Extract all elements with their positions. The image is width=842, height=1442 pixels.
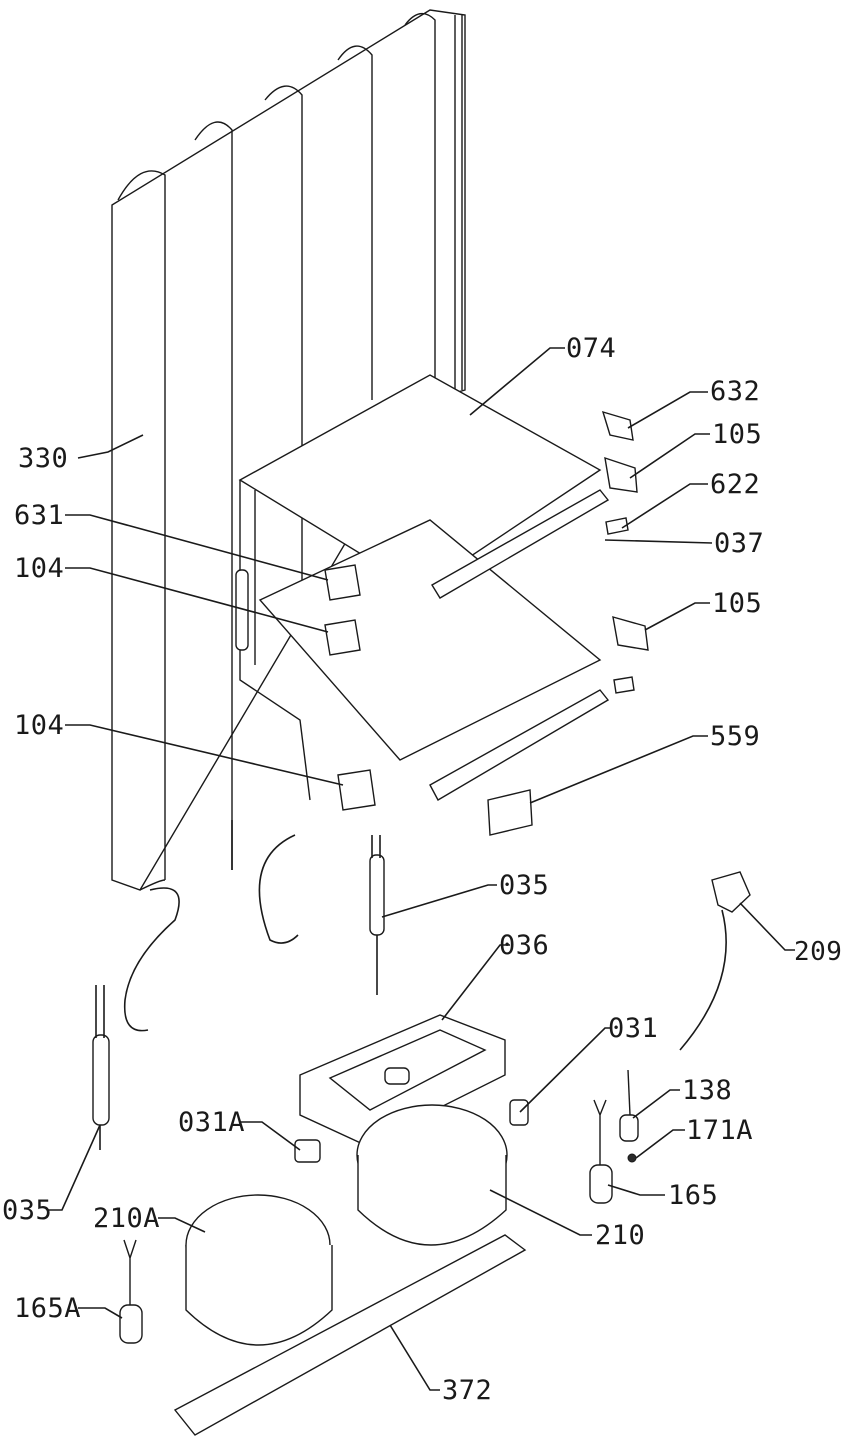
label-171A: 171A [686,1115,753,1146]
label-330: 330 [18,443,68,474]
label-037: 037 [714,528,764,559]
label-105-lower: 105 [712,588,762,619]
frame-036 [299,1014,506,1146]
label-031A: 031A [178,1107,245,1138]
label-036: 036 [499,930,549,961]
label-210A: 210A [93,1203,160,1234]
label-631: 631 [14,500,64,531]
compressor-210A [185,1194,333,1346]
label-632: 632 [710,376,760,407]
label-138: 138 [682,1075,732,1106]
leader-lines [48,347,795,1391]
small-parts [119,1069,639,1344]
label-209: 209 [794,937,842,967]
label-105-upper: 105 [712,419,762,450]
compressor-210 [356,1104,508,1246]
label-210: 210 [595,1220,645,1251]
label-165: 165 [668,1180,718,1211]
rail-037 [429,489,610,801]
label-372: 372 [442,1375,492,1406]
sensor-035 [92,835,385,1150]
baseplate-372 [173,1234,527,1436]
label-104-lower: 104 [14,710,64,741]
plug-209 [679,871,751,1051]
label-165A: 165A [14,1293,81,1324]
part-labels: 074 632 105 622 037 105 330 631 104 104 … [2,333,842,1406]
label-559: 559 [710,721,760,752]
label-035-lower: 035 [2,1195,52,1226]
label-074: 074 [566,333,616,364]
clips [324,410,649,836]
condenser-330 [111,9,466,1032]
label-031: 031 [608,1013,658,1044]
label-104-upper: 104 [14,553,64,584]
label-035-upper: 035 [499,870,549,901]
label-622: 622 [710,469,760,500]
